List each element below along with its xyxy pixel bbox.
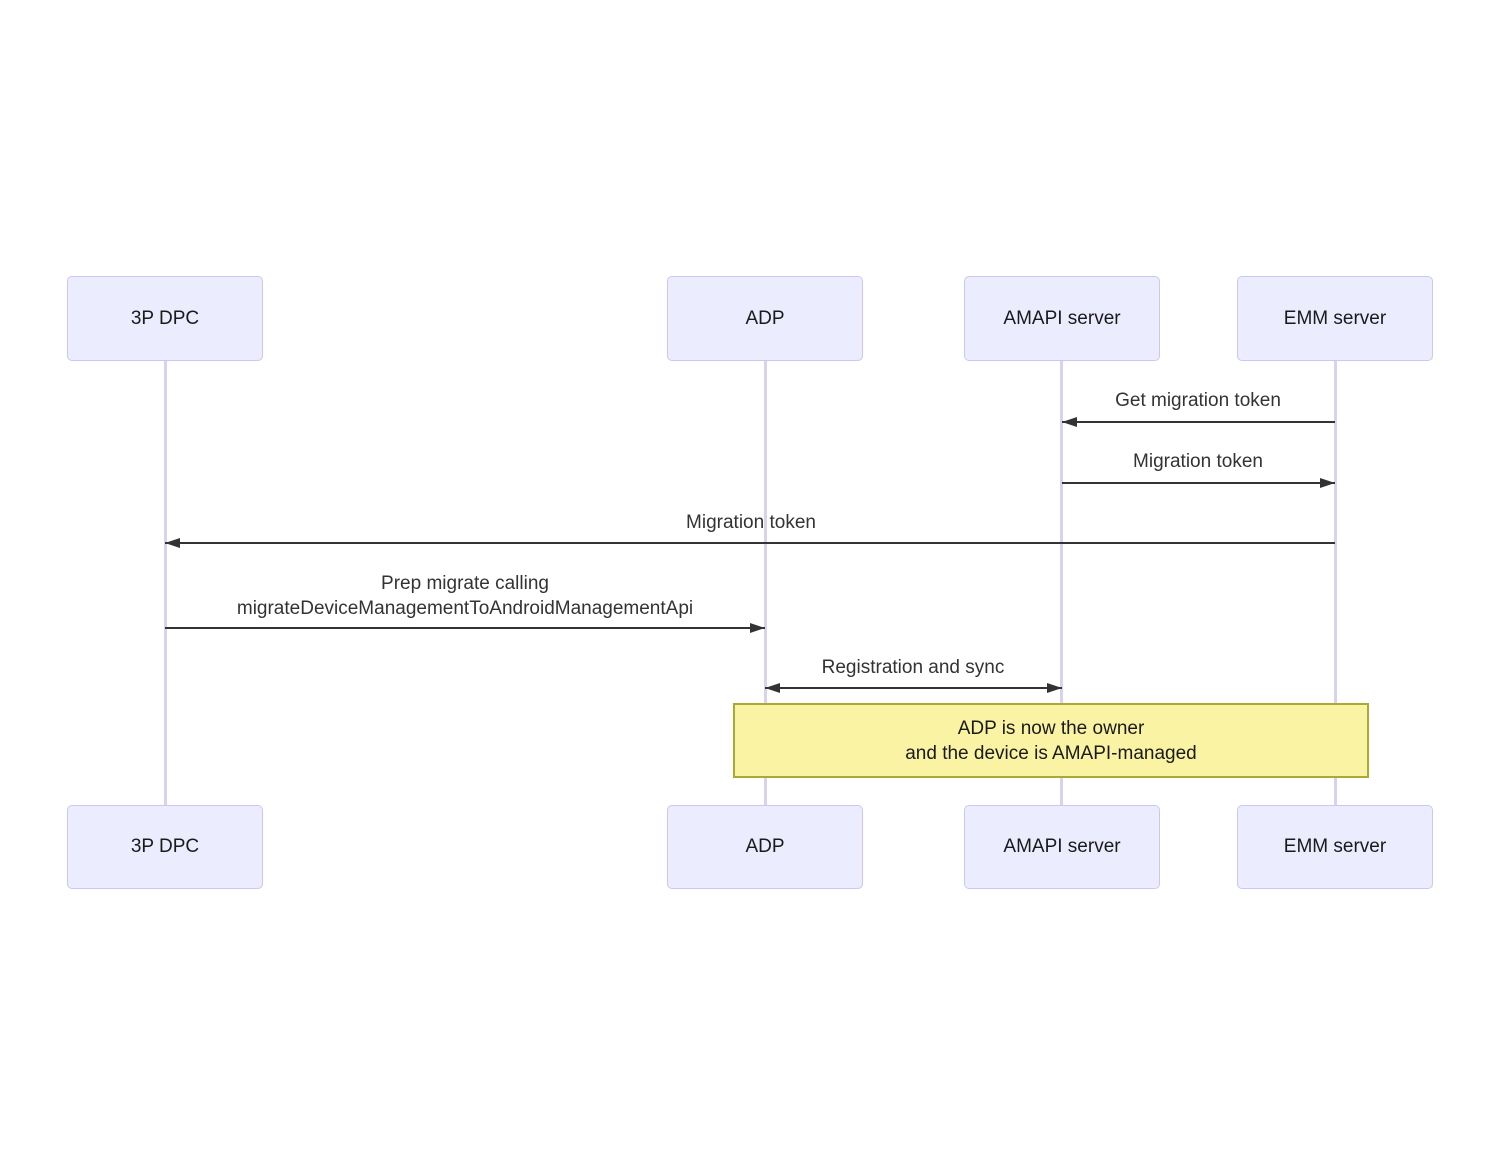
lifeline-amapi-server	[1060, 361, 1063, 805]
note-box: ADP is now the owner and the device is A…	[733, 703, 1369, 778]
lifeline-emm-server	[1334, 361, 1337, 805]
arrowhead-right	[1320, 478, 1335, 488]
note-line-1: ADP is now the owner	[957, 717, 1145, 739]
message-label-migration-token-to-emm: Migration token	[1133, 451, 1263, 472]
actor-top-amapi-server: AMAPI server	[964, 276, 1160, 361]
actor-label: AMAPI server	[1003, 307, 1121, 329]
message-arrow-get-migration-token	[1062, 416, 1335, 428]
actor-bottom-emm-server: EMM server	[1237, 805, 1433, 889]
message-arrow-prep-migrate	[165, 622, 765, 634]
message-arrow-migration-token-to-dpc	[165, 537, 1335, 549]
note-line-2: and the device is AMAPI-managed	[905, 742, 1197, 764]
arrow-shaft	[765, 687, 1062, 689]
message-arrow-migration-token-to-emm	[1062, 477, 1335, 489]
arrow-shaft	[1062, 482, 1335, 484]
arrowhead-right	[750, 623, 765, 633]
message-label-registration-sync: Registration and sync	[821, 657, 1005, 678]
arrow-shaft	[165, 627, 765, 629]
lifeline-3p-dpc	[164, 361, 167, 805]
actor-label: 3P DPC	[130, 307, 200, 329]
actor-top-adp: ADP	[667, 276, 863, 361]
message-label-prep-migrate-line2: migrateDeviceManagementToAndroidManageme…	[236, 598, 694, 619]
actor-bottom-3p-dpc: 3P DPC	[67, 805, 263, 889]
actor-label: AMAPI server	[1003, 836, 1121, 857]
actor-top-emm-server: EMM server	[1237, 276, 1433, 361]
message-label-migration-token-to-dpc: Migration token	[686, 512, 816, 533]
actor-bottom-amapi-server: AMAPI server	[964, 805, 1160, 889]
actor-label: ADP	[745, 836, 785, 857]
arrowhead-left	[1062, 417, 1077, 427]
message-label-prep-migrate: Prep migrate calling migrateDeviceManage…	[237, 571, 693, 621]
arrowhead-left	[765, 683, 780, 693]
lifeline-adp	[764, 361, 767, 805]
message-arrow-registration-sync	[765, 682, 1062, 694]
arrow-shaft	[165, 542, 1335, 544]
arrow-shaft	[1062, 421, 1335, 423]
message-label-get-migration-token: Get migration token	[1115, 390, 1281, 411]
actor-label: EMM server	[1283, 836, 1387, 857]
arrowhead-left	[165, 538, 180, 548]
actor-top-3p-dpc: 3P DPC	[67, 276, 263, 361]
actor-label: EMM server	[1283, 307, 1387, 329]
actor-bottom-adp: ADP	[667, 805, 863, 889]
message-label-prep-migrate-line1: Prep migrate calling	[381, 573, 549, 594]
actor-label: ADP	[745, 307, 785, 329]
actor-label: 3P DPC	[130, 836, 200, 857]
arrowhead-right	[1047, 683, 1062, 693]
